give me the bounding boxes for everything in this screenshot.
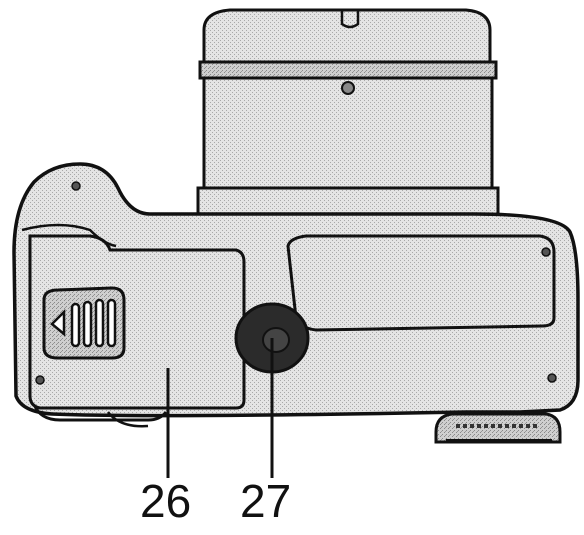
body-screws: [35, 181, 557, 385]
bottom-plate: [286, 234, 556, 332]
battery-cover: [28, 234, 246, 410]
callout-label-26: 26: [140, 475, 192, 527]
dial: [434, 412, 562, 444]
battery-cover-latch: [42, 286, 126, 360]
lens-barrel: [196, 8, 500, 226]
callout-label-27: 27: [240, 475, 292, 527]
